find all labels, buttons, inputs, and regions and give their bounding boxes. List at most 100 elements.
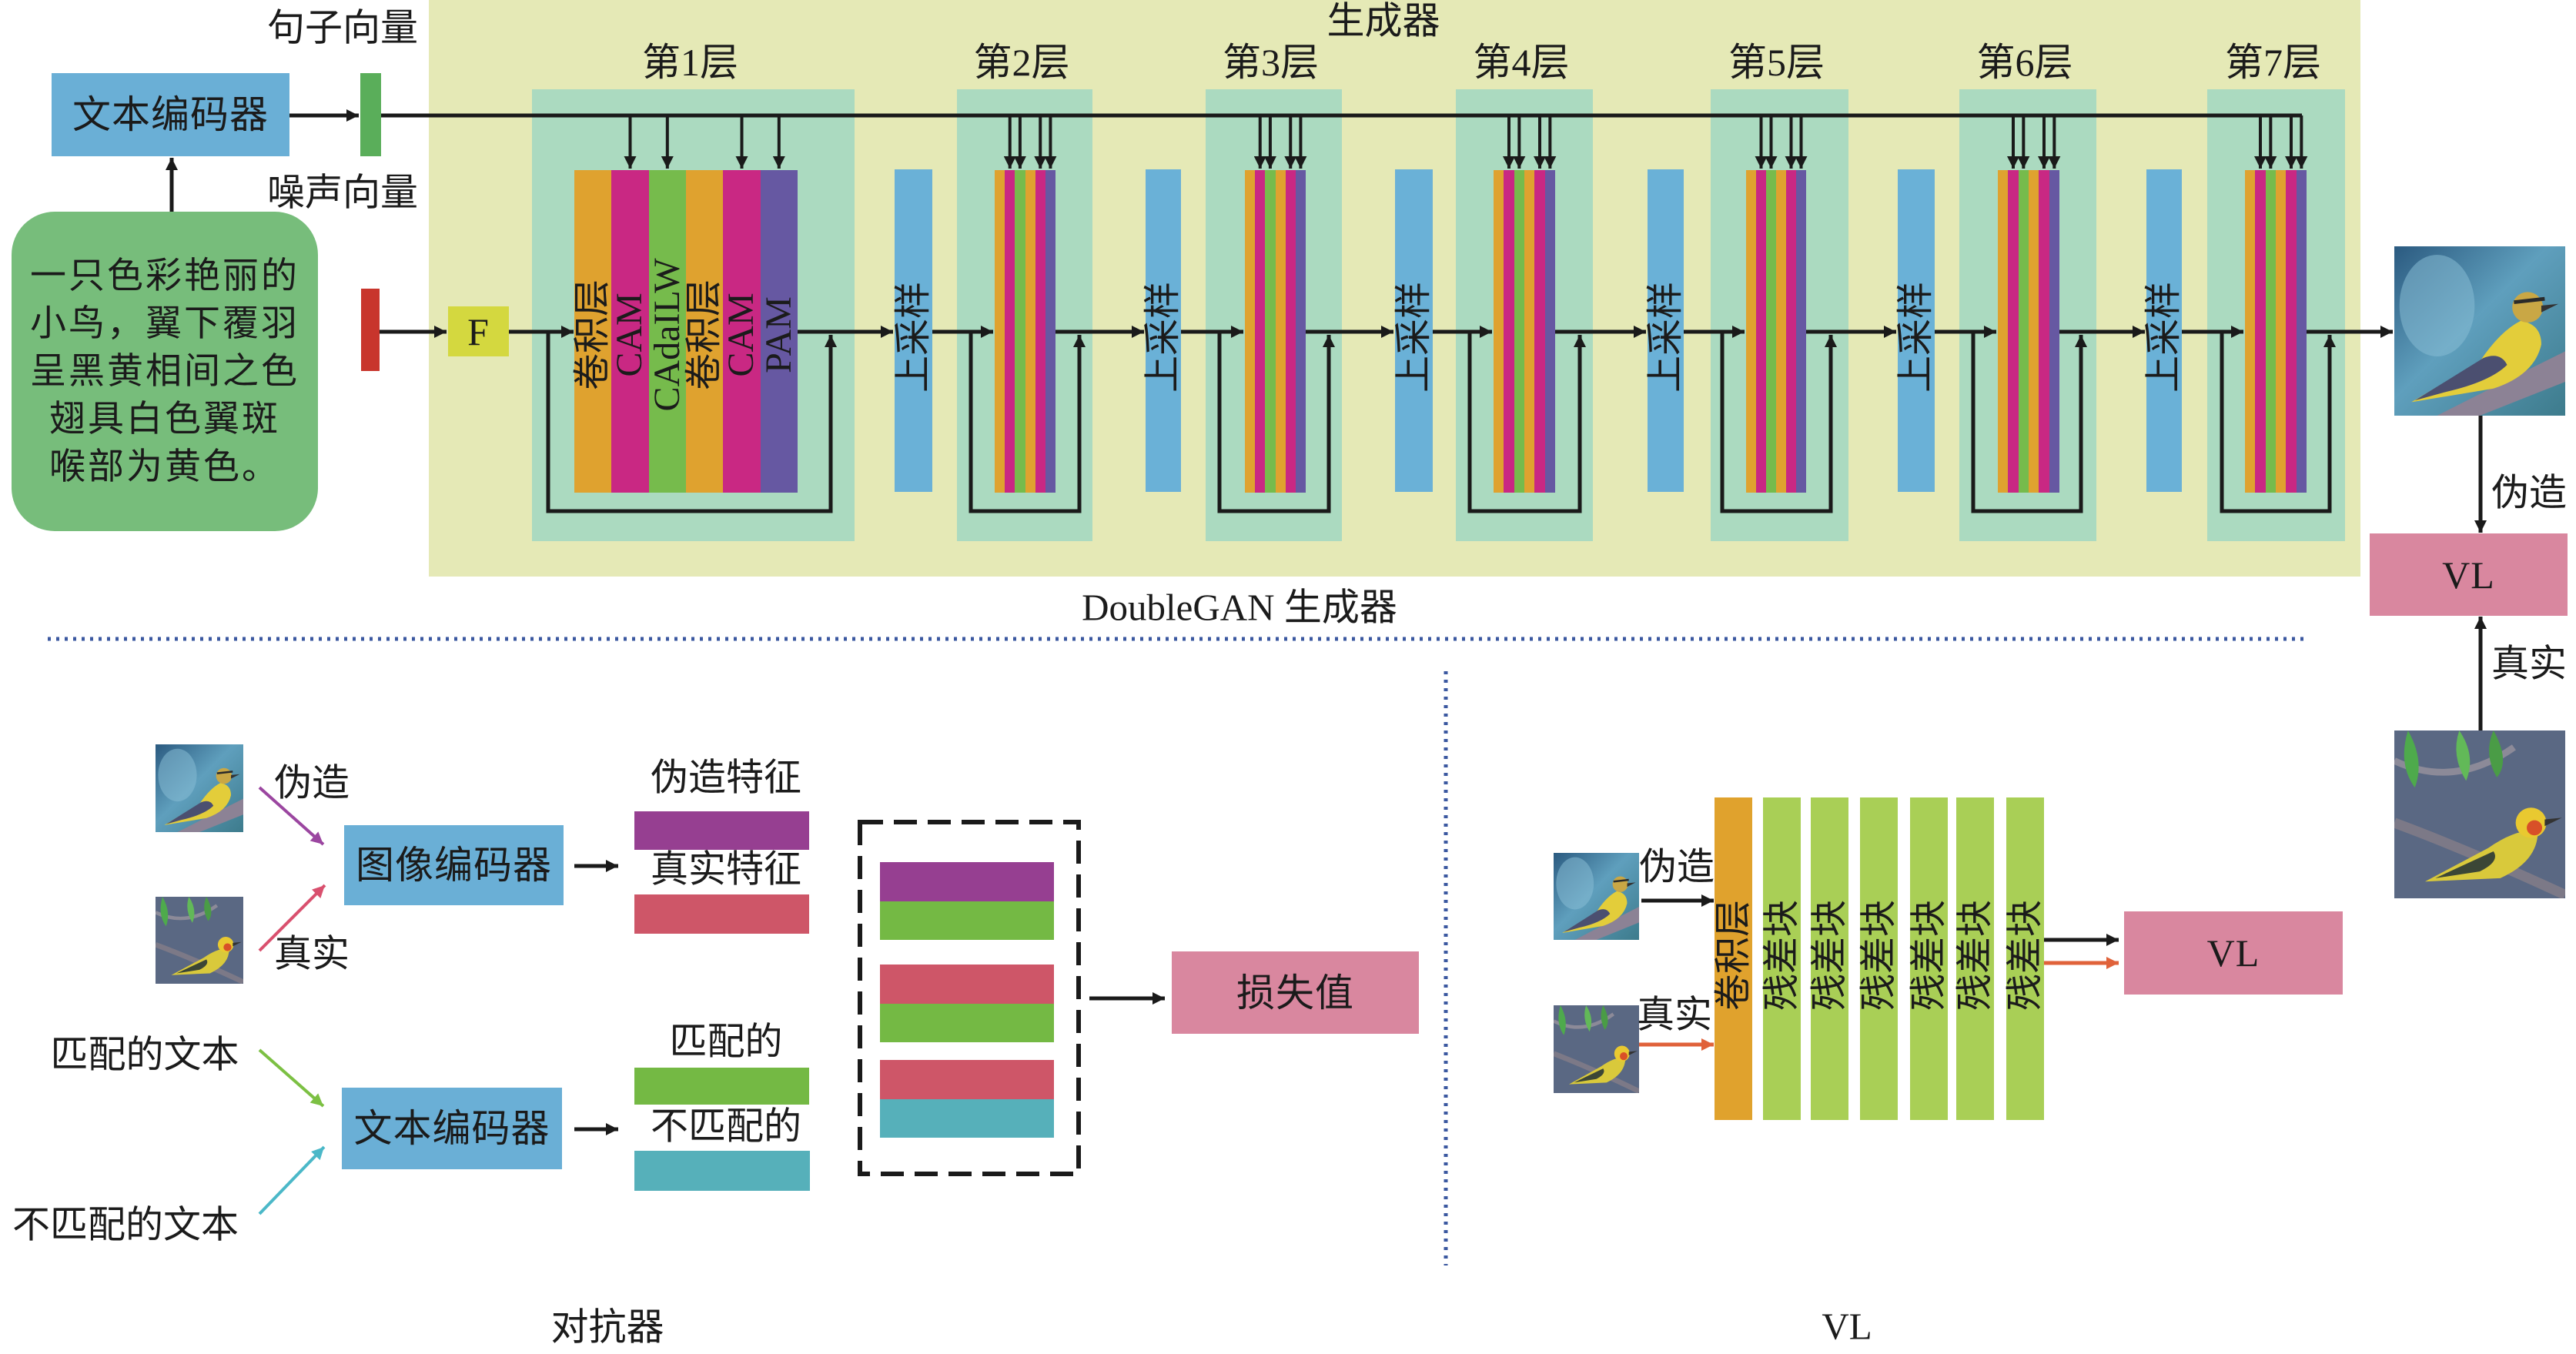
bird-beak	[231, 774, 240, 779]
vl-output-box: VL	[2124, 911, 2343, 995]
bird-wing	[166, 801, 214, 824]
f-block-label: F	[467, 309, 490, 353]
leaf	[2404, 730, 2419, 788]
layer-5-conv-stripe	[1746, 170, 1756, 493]
fake-feature-label: 伪造特征	[650, 756, 802, 799]
text-description-box: 一只色彩艳丽的 小鸟，翼下覆羽 呈黑黄相间之色 翅具白色翼斑 喉部为黄色。	[12, 212, 318, 531]
bird-body	[171, 948, 229, 975]
real-bird-photo	[2394, 730, 2565, 898]
layer-7-conv-stripe	[2245, 170, 2256, 493]
layer-4-conv2-stripe	[1524, 170, 1535, 493]
layer-1-cam-stripe: CAM	[609, 170, 650, 493]
description-line: 呈黑黄相间之色	[30, 351, 299, 392]
sentence-vector-label: 句子向量	[266, 6, 419, 49]
matched-bar	[634, 1068, 809, 1105]
upsample-5-block: 上采样	[1895, 169, 1936, 492]
bird-body	[1568, 1058, 1626, 1085]
leaf	[187, 897, 195, 923]
layer-3-pam-stripe	[1295, 170, 1306, 493]
layer-1-conv2-stripe: 卷积层	[684, 170, 725, 493]
description-line: 翅具白色翼斑	[49, 399, 280, 440]
leaf	[204, 897, 212, 921]
description-line: 小鸟，翼下覆羽	[30, 303, 299, 344]
bird-wing	[2414, 356, 2507, 401]
upsample-3-label: 上采样	[1393, 281, 1434, 393]
background-blur	[158, 748, 197, 802]
disc-real-bird-image	[156, 897, 243, 984]
upsample-2-label: 上采样	[1142, 281, 1183, 393]
vl-fake-bird-image	[1554, 853, 1639, 940]
leaf	[2456, 730, 2471, 781]
mismatched-bar	[634, 1151, 810, 1191]
mismatched-label: 不匹配的	[650, 1105, 802, 1148]
bird-body	[164, 783, 232, 825]
layer-7-conv2-stripe	[2275, 170, 2287, 493]
generator-vl-box: VL	[2370, 533, 2568, 616]
vl-conv-block: 卷积层	[1713, 797, 1754, 1120]
background-blur	[2399, 255, 2475, 356]
layer-2-label: 第2层	[973, 41, 1070, 84]
layer-5-cam2-stripe	[1786, 170, 1796, 493]
head-stripe	[216, 771, 233, 774]
fake-bird-photo	[2394, 246, 2565, 416]
residual-block-3-label: 残差块	[1858, 900, 1899, 1011]
layer-5-stack	[1746, 170, 1806, 493]
layer-3-stack	[1245, 170, 1306, 493]
bird-beak	[2541, 303, 2559, 313]
bird-wing	[2435, 851, 2495, 878]
description-line: 一只色彩艳丽的	[30, 256, 299, 296]
matched-text-label: 匹配的文本	[50, 1033, 239, 1076]
generator-real-label: 真实	[2491, 642, 2568, 685]
upsample-1-label: 上采样	[892, 281, 934, 393]
layer-4-pam-stripe	[1544, 170, 1555, 493]
text-encoder-label: 文本编码器	[72, 93, 269, 136]
layer-5-label: 第5层	[1728, 41, 1825, 84]
image-encoder-box: 图像编码器	[344, 825, 564, 905]
layer-3-conv2-stripe	[1275, 170, 1286, 493]
layer-5-cam-stripe	[1756, 170, 1766, 493]
bird-wing	[1564, 909, 1611, 932]
layer-4-cam2-stripe	[1534, 170, 1545, 493]
layer-3-label: 第3层	[1223, 41, 1319, 84]
bird-cheek	[2527, 820, 2543, 836]
fake-feature-bar	[634, 811, 809, 850]
layer-2-cam2-stripe	[1035, 170, 1045, 493]
layer-5-conv2-stripe	[1776, 170, 1786, 493]
layer-7-cadailw-stripe	[2265, 170, 2276, 493]
upsample-4-block: 上采样	[1644, 169, 1686, 492]
layer-1-cadailw-label: CAdaILW	[646, 258, 687, 412]
pair-1-matched-bar	[880, 901, 1054, 940]
residual-block-5: 残差块	[1955, 797, 1996, 1120]
discriminator-caption: 对抗器	[550, 1306, 664, 1349]
matched-text-to-encoder-arrow	[258, 1048, 325, 1108]
layer-4-label: 第4层	[1473, 41, 1570, 84]
bird-head	[2512, 292, 2544, 323]
generator-vl-label: VL	[2442, 553, 2495, 597]
layer-2-cam-stripe	[1005, 170, 1015, 493]
layer-7-cam-stripe	[2255, 170, 2266, 493]
layer-7-stack	[2245, 170, 2307, 493]
leaf	[1601, 1005, 1608, 1030]
layer-4-cadailw-stripe	[1514, 170, 1524, 493]
layer-1-cadailw-stripe: CAdaILW	[646, 170, 687, 493]
layer-2-pam-stripe	[1045, 170, 1056, 493]
fake-bird-photo	[1554, 853, 1639, 940]
vl-caption: VL	[1822, 1305, 1872, 1348]
pair-2-real-feature-bar	[880, 965, 1054, 1004]
description-line: 喉部为黄色。	[49, 446, 280, 487]
bird-body	[2424, 831, 2538, 882]
generated-bird-image	[2394, 246, 2565, 416]
layer-1-conv-stripe: 卷积层	[572, 170, 613, 493]
upsample-5-label: 上采样	[1895, 281, 1936, 393]
upsample-4-label: 上采样	[1644, 281, 1686, 393]
layer-6-stack	[1998, 170, 2059, 493]
bird-body	[1562, 891, 1628, 933]
layer-1-conv2-label: 卷积层	[684, 279, 725, 390]
bird-beak	[1627, 882, 1636, 888]
layer-5-pam-stripe	[1796, 170, 1806, 493]
loss-label: 损失值	[1236, 971, 1354, 1015]
noise-vector-bar	[361, 289, 380, 371]
vl-real-label: 真实	[1636, 993, 1713, 1036]
